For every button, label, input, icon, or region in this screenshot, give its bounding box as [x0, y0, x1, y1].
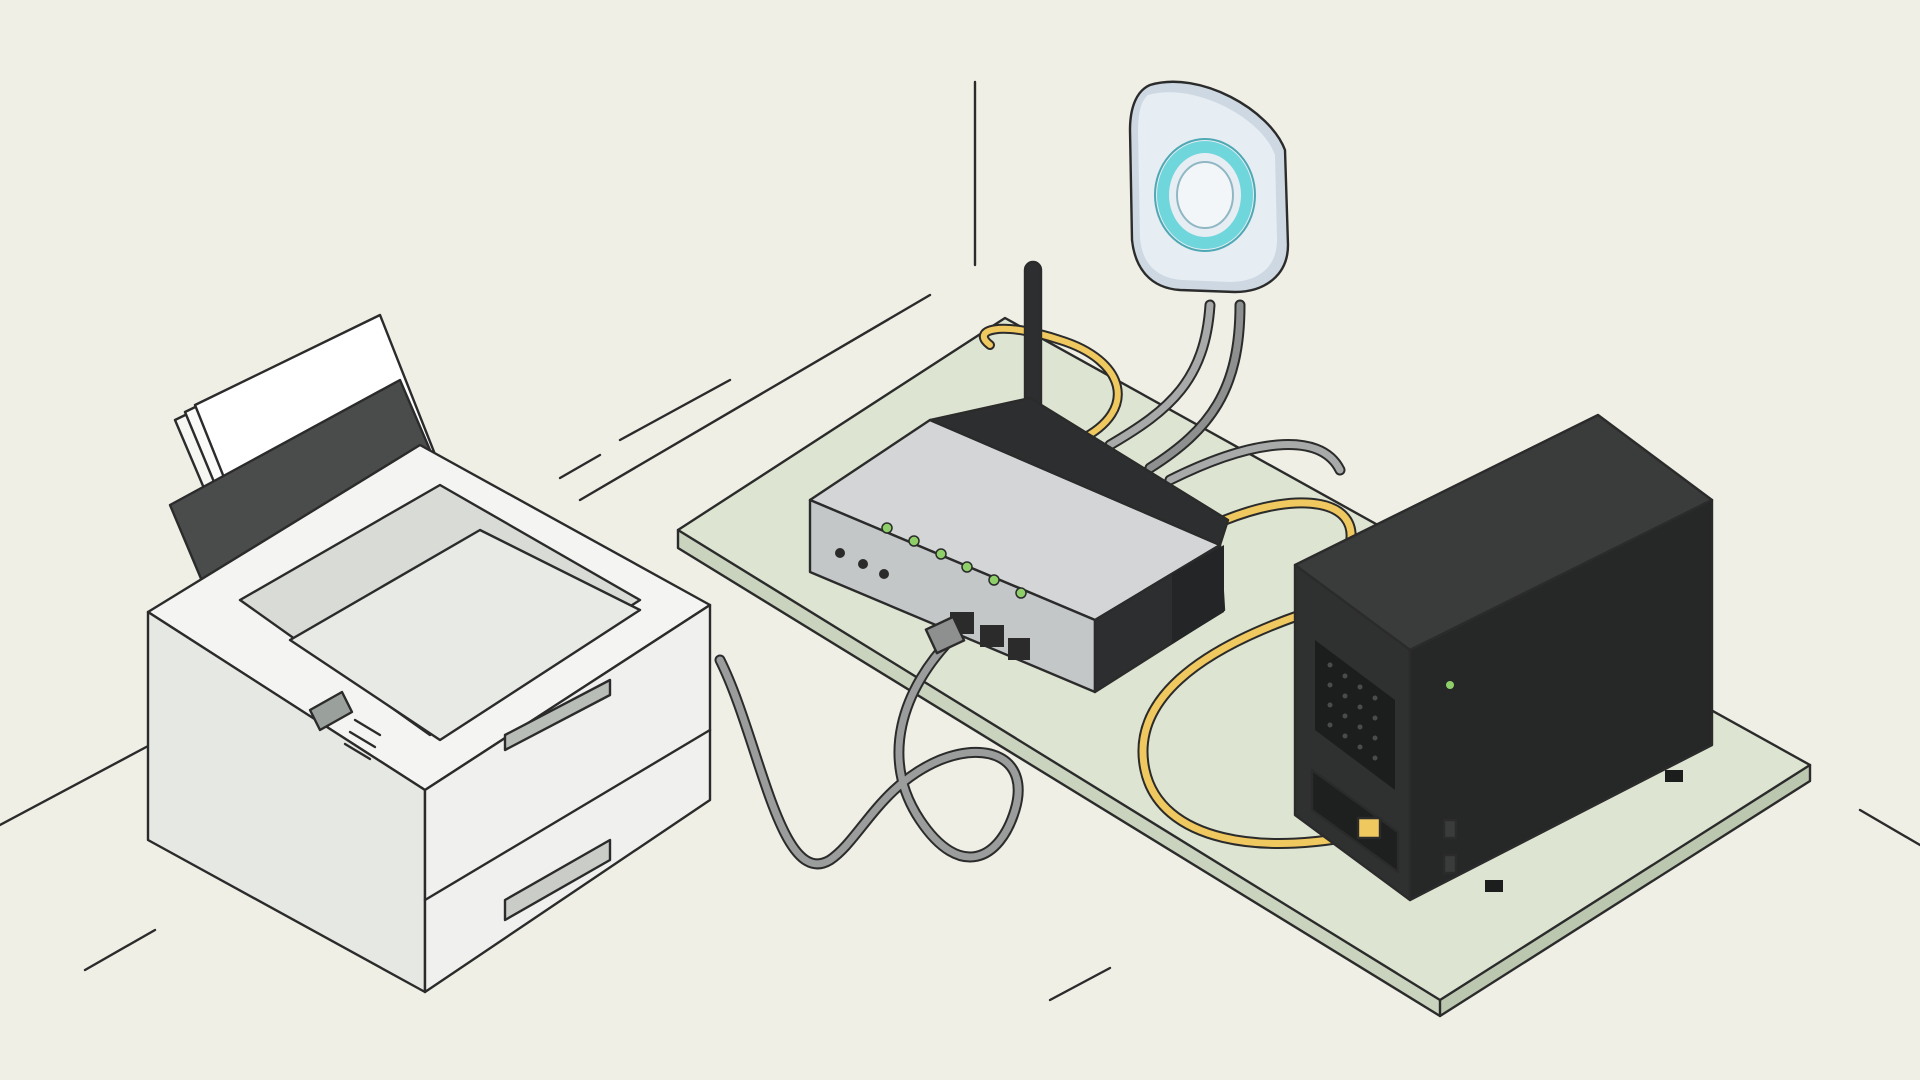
printer-control-panel: [308, 690, 382, 761]
router-status-leds: [881, 522, 1027, 599]
nas-power-led: [1446, 681, 1454, 689]
nas-cable: [1137, 609, 1386, 849]
wifi-access-point-icon: [1128, 80, 1290, 294]
printer-icon: [146, 313, 712, 994]
ethernet-cables: [978, 299, 1357, 551]
nas-vent-grille: [1315, 640, 1395, 790]
printer-cable: [714, 615, 1024, 870]
room-lines: [0, 80, 1920, 1002]
router-icon: [808, 260, 1230, 694]
server-icon: [1293, 413, 1714, 902]
